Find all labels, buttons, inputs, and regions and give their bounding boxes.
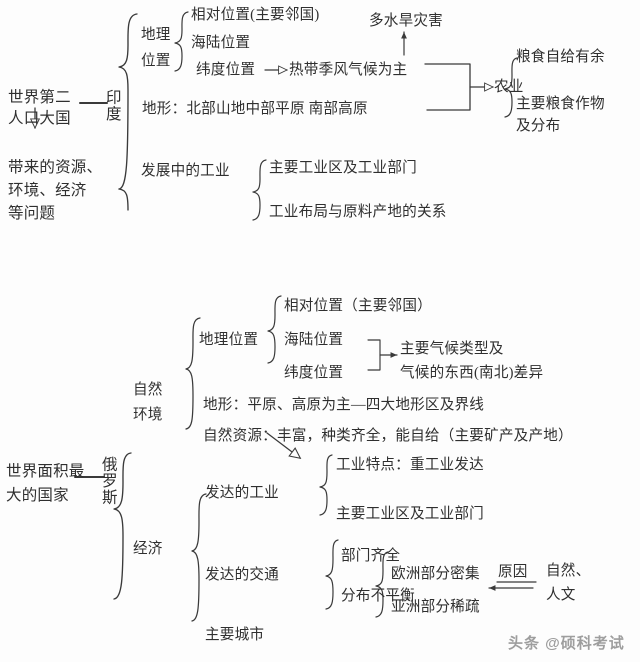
russia-economy-label: 经济 <box>133 541 163 557</box>
russia-cause-human: 人文 <box>546 587 576 603</box>
india-agriculture-label: 农业 <box>494 79 524 95</box>
russia-landform: 地形：平原、高原为主—四大地形区及界线 <box>203 397 485 413</box>
russia-natural-resources: 自然资源：丰富，种类齐全，能自给（主要矿产及产地） <box>203 428 573 444</box>
russia-natural-env-line2: 环境 <box>133 407 163 423</box>
russia-industry-zones: 主要工业区及工业部门 <box>336 506 484 522</box>
russia-country-label: 俄罗斯 <box>99 456 117 506</box>
russia-transport-uneven: 分布不平衡 <box>341 588 415 604</box>
russia-main-cities: 主要城市 <box>205 627 265 643</box>
india-hazard: 多水旱灾害 <box>369 13 443 29</box>
russia-natural-env-line1: 自然 <box>133 382 163 398</box>
russia-sea-land-position: 海陆位置 <box>284 332 344 348</box>
russia-transport-complete: 部门齐全 <box>341 548 401 564</box>
russia-root-line1: 世界面积最 <box>6 463 85 480</box>
india-landform: 地形：北部山地中部平原 南部高原 <box>142 101 368 117</box>
india-root-line2: 人口大国 <box>8 110 71 127</box>
india-main-grain-crops-line1: 主要粮食作物 <box>516 96 605 112</box>
russia-asia-sparse: 亚洲部分稀疏 <box>391 599 480 615</box>
india-sea-land-position: 海陆位置 <box>191 35 251 51</box>
russia-geo-position-label: 地理位置 <box>199 332 259 348</box>
india-developing-industry-label: 发展中的工业 <box>141 163 230 179</box>
russia-europe-dense: 欧洲部分密集 <box>391 566 480 582</box>
india-consequence-line1: 带来的资源、 <box>8 159 103 176</box>
india-relative-position: 相对位置(主要邻国) <box>191 7 320 23</box>
russia-root-line2: 大的国家 <box>6 487 69 504</box>
russia-cause-label: 原因 <box>498 564 528 580</box>
india-geo-position-line2: 位置 <box>141 53 171 69</box>
india-root-line1: 世界第二 <box>8 89 71 106</box>
india-consequence-line3: 等问题 <box>8 205 56 222</box>
india-industry-zones: 主要工业区及工业部门 <box>269 160 417 176</box>
russia-climate-line2: 气候的东西(南北)差异 <box>400 365 544 381</box>
india-latitude-position: 纬度位置 <box>196 62 256 78</box>
russia-relative-position: 相对位置（主要邻国） <box>284 298 432 314</box>
russia-climate-line1: 主要气候类型及 <box>400 341 504 357</box>
india-country-label: 印度 <box>103 89 121 122</box>
russia-industry-feature: 工业特点：重工业发达 <box>336 457 484 473</box>
india-climate: 热带季风气候为主 <box>289 62 408 78</box>
india-grain-self-sufficient: 粮食自给有余 <box>516 49 605 65</box>
watermark: 头条 @硕科考试 <box>508 635 625 652</box>
india-geo-position-line1: 地理 <box>141 27 171 43</box>
india-industry-layout: 工业布局与原料产地的关系 <box>269 204 447 220</box>
india-main-grain-crops-line2: 及分布 <box>516 118 561 134</box>
russia-cause-natural: 自然、 <box>546 563 591 579</box>
russia-developed-industry-label: 发达的工业 <box>205 485 279 501</box>
india-consequence-line2: 环境、经济 <box>8 182 87 199</box>
russia-latitude-position: 纬度位置 <box>284 365 344 381</box>
russia-developed-transport-label: 发达的交通 <box>205 567 279 583</box>
